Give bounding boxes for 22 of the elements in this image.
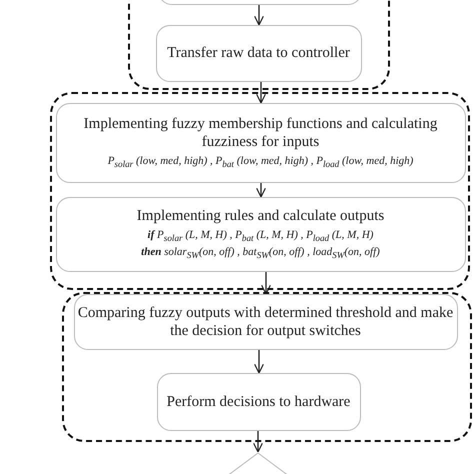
process-box [56,102,466,182]
formula-text: then solar$_{SW}$(on, off) , bat$_{SW}$(on, off) , load$_{SW}$(on, off) [141,244,380,262]
process-box [156,372,360,430]
arrow [254,5,264,26]
arrow [260,272,272,295]
formula-text: if P$_{solar}$ (L, M, H) , P$_{bat}$ (L, M, H) , P$_{load}$ (L, M, H) [148,228,374,244]
dashed-group-box [50,92,470,290]
formula-text: P$_{solar}$ (low, med, high) , P$_{bat}$ (low, med, high) , P$_{load}$ (low, med, high) [108,154,414,170]
step-text: Transfer raw data to controller [167,44,350,62]
process-box [156,24,362,82]
step-text: Implementing rules and calculate outputs [136,206,384,225]
step-text: Implementing fuzzy membership functions and calculating fuzziness for inputs [82,114,438,151]
arrow [254,350,264,374]
process-box [56,196,466,272]
dashed-group-box [128,0,390,90]
step-text: Comparing fuzzy outputs with determined threshold and make the decision for output switches [76,304,454,340]
step-text: Perform decisions to hardware [166,392,350,410]
process-box [74,294,458,350]
arrow [256,183,266,198]
arrow [256,82,266,104]
arrow [252,431,264,453]
dashed-group-box [62,292,472,442]
